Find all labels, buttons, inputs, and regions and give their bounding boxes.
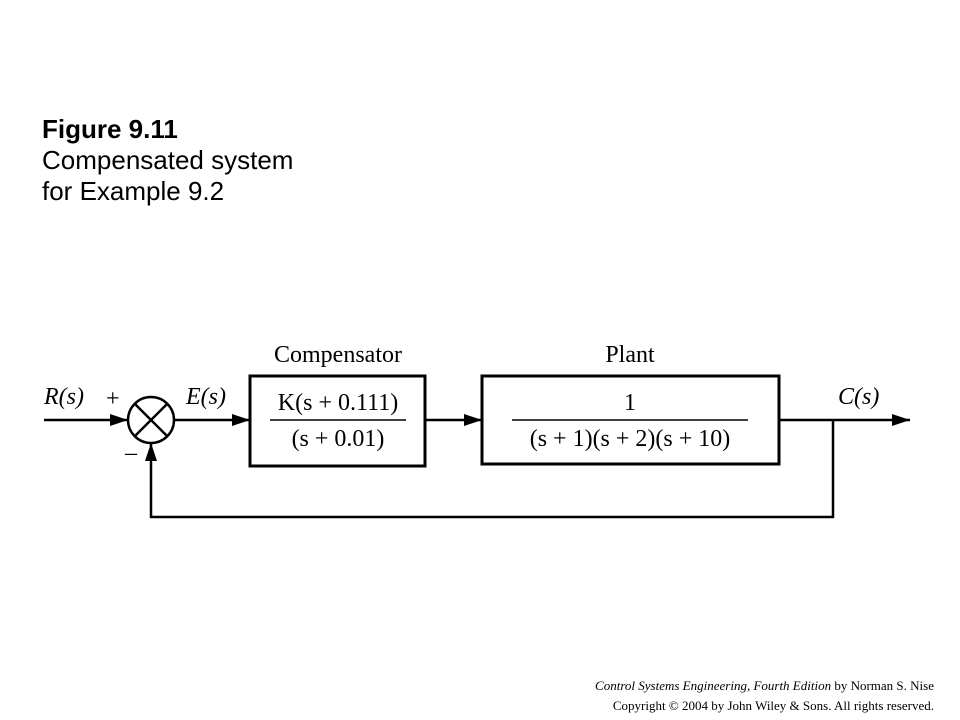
minus-sign: – [124,440,138,466]
plus-sign: + [106,386,120,412]
compensator-label: Compensator [274,342,402,368]
caption-line-2: for Example 9.2 [42,176,225,206]
footer-book-line: Control Systems Engineering, Fourth Edit… [595,678,934,694]
output-label: C(s) [838,384,879,410]
error-label: E(s) [185,384,226,410]
plant-numerator: 1 [624,390,636,416]
caption-line-1: Compensated system [42,145,294,175]
summing-junction [126,395,176,445]
footer-copyright: Copyright © 2004 by John Wiley & Sons. A… [612,698,934,713]
feedback-path [145,420,835,519]
plant-label: Plant [605,342,655,368]
compensator-denominator: (s + 0.01) [292,426,385,452]
book-title: Control Systems Engineering, Fourth Edit… [595,678,832,693]
plant-denominator: (s + 1)(s + 2)(s + 10) [530,426,731,452]
input-label: R(s) [43,384,84,410]
book-author: by Norman S. Nise [831,678,934,693]
compensator-numerator: K(s + 0.111) [278,390,398,416]
compensator-block [248,374,427,468]
figure-title: Figure 9.11 [42,114,178,144]
figure-caption: Figure 9.11 Compensated system for Examp… [42,114,293,207]
